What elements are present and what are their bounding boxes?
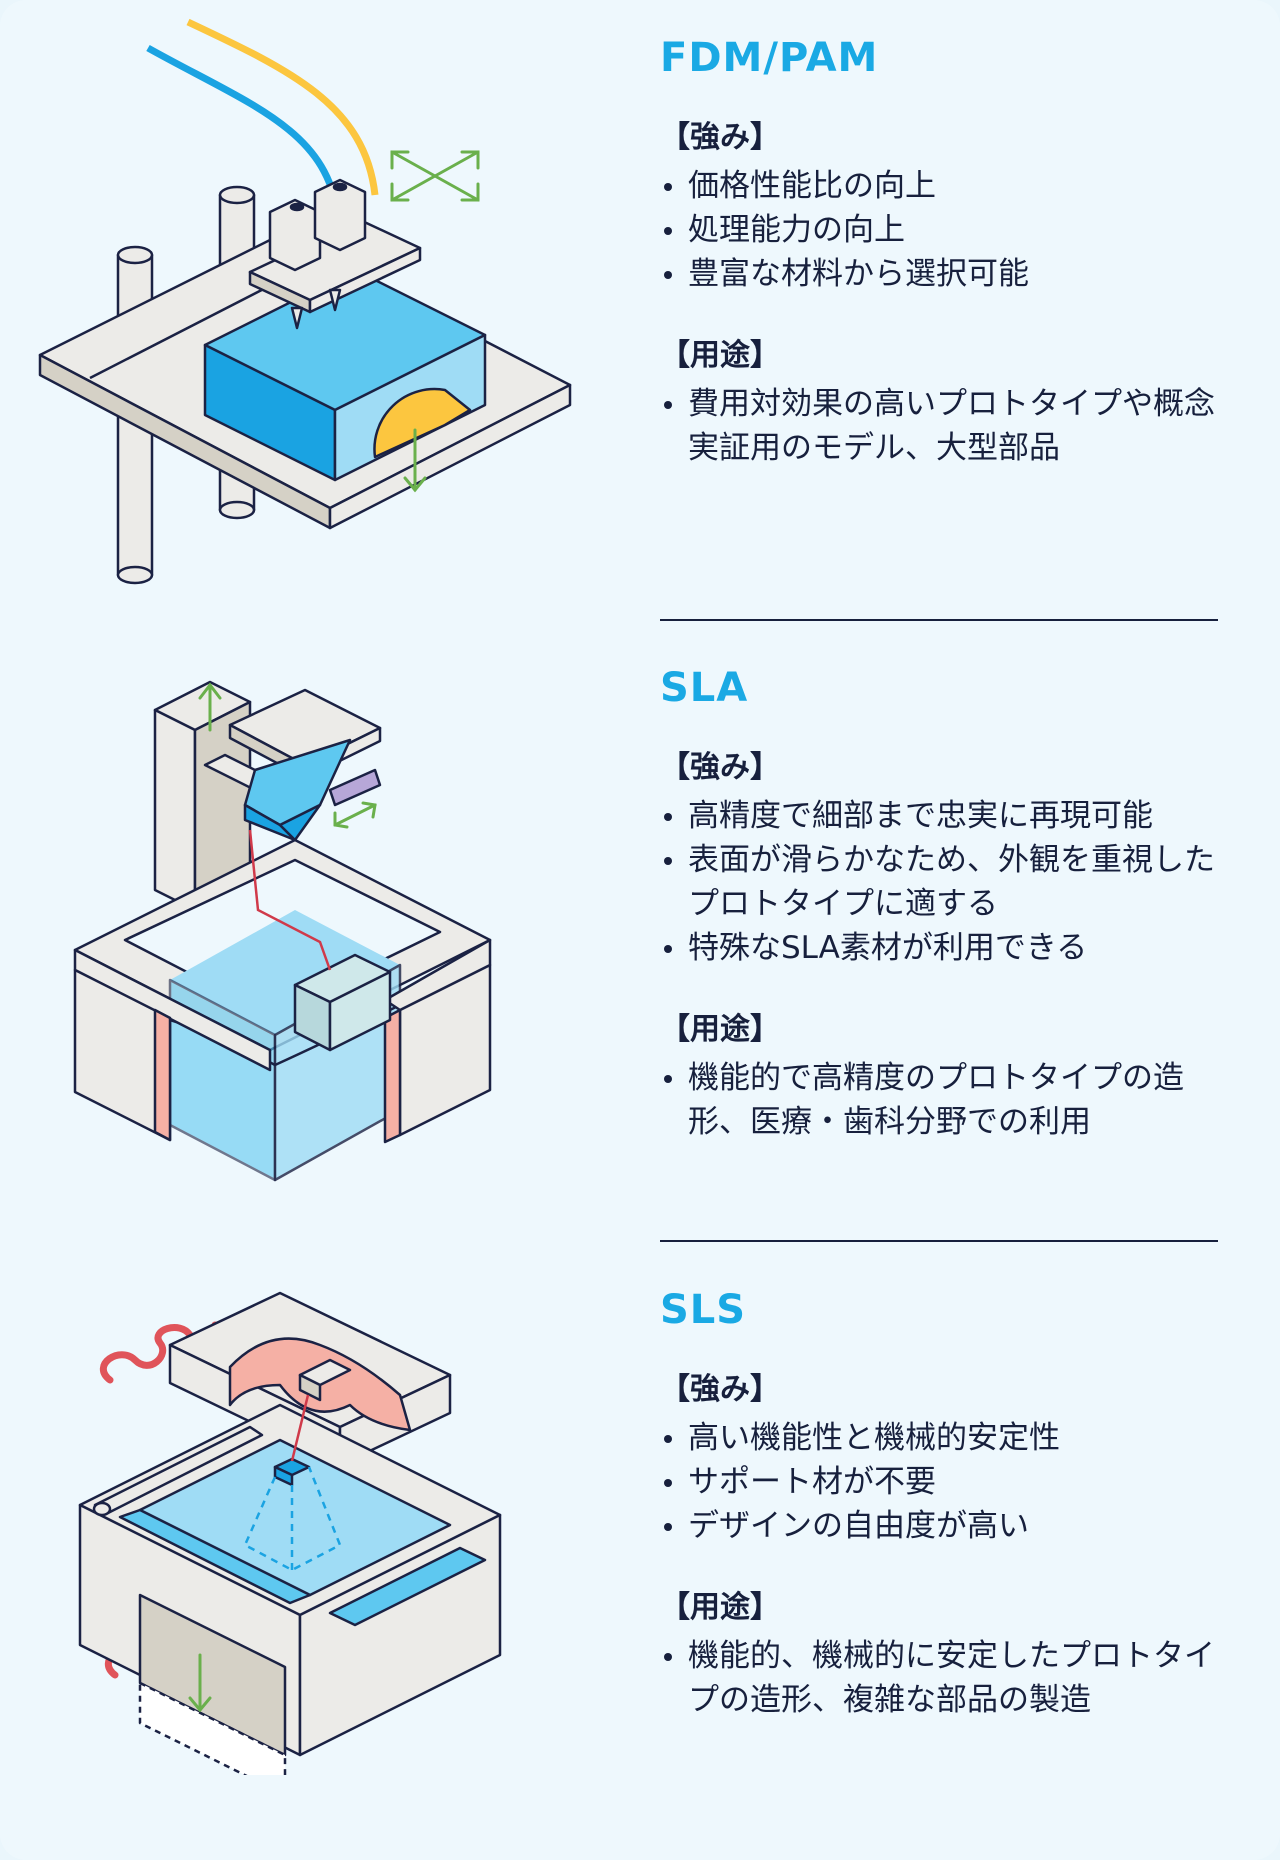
list-item: 高い機能性と機械的安定性: [660, 1416, 1220, 1460]
uses-label: 【用途】: [660, 338, 780, 373]
list-item: 高精度で細部まで忠実に再現可能: [660, 794, 1220, 838]
uses-label: 【用途】: [660, 1012, 780, 1047]
sla-text-block: SLA 【強み】 高精度で細部まで忠実に再現可能 表面が滑らかなため、外観を重視…: [660, 668, 1220, 1184]
list-item: 機能的、機械的に安定したプロトタイプの造形、複雑な部品の製造: [660, 1634, 1220, 1722]
uses-list: 費用対効果の高いプロトタイプや概念実証用のモデル、大型部品: [660, 382, 1220, 470]
list-item: 機能的で高精度のプロトタイプの造形、医療・歯科分野での利用: [660, 1056, 1220, 1144]
list-item: 価格性能比の向上: [660, 164, 1220, 208]
section-title: SLS: [660, 1287, 747, 1333]
list-item: サポート材が不要: [660, 1460, 1220, 1504]
sla-printer-illustration: [73, 680, 492, 1182]
list-item: 特殊なSLA素材が利用できる: [660, 926, 1220, 970]
list-item: 処理能力の向上: [660, 208, 1220, 252]
section-title: SLA: [660, 665, 749, 711]
list-item: 豊富な材料から選択可能: [660, 252, 1220, 296]
fdm-text-block: FDM/PAM 【強み】 価格性能比の向上 処理能力の向上 豊富な材料から選択可…: [660, 38, 1220, 510]
sls-printer-illustration: [78, 1291, 502, 1775]
section-divider: [660, 1240, 1218, 1242]
list-item: 表面が滑らかなため、外観を重視したプロトタイプに適する: [660, 838, 1220, 926]
strengths-label: 【強み】: [660, 120, 780, 155]
uses-label: 【用途】: [660, 1590, 780, 1625]
uses-list: 機能的で高精度のプロトタイプの造形、医療・歯科分野での利用: [660, 1056, 1220, 1144]
uses-list: 機能的、機械的に安定したプロトタイプの造形、複雑な部品の製造: [660, 1634, 1220, 1722]
section-divider: [660, 619, 1218, 621]
strengths-label: 【強み】: [660, 1372, 780, 1407]
list-item: デザインの自由度が高い: [660, 1504, 1220, 1548]
strengths-list: 高い機能性と機械的安定性 サポート材が不要 デザインの自由度が高い: [660, 1416, 1220, 1548]
strengths-list: 高精度で細部まで忠実に再現可能 表面が滑らかなため、外観を重視したプロトタイプに…: [660, 794, 1220, 970]
strengths-list: 価格性能比の向上 処理能力の向上 豊富な材料から選択可能: [660, 164, 1220, 296]
strengths-label: 【強み】: [660, 750, 780, 785]
list-item: 費用対効果の高いプロトタイプや概念実証用のモデル、大型部品: [660, 382, 1220, 470]
fdm-printer-illustration: [38, 18, 572, 585]
section-title: FDM/PAM: [660, 35, 879, 81]
sls-text-block: SLS 【強み】 高い機能性と機械的安定性 サポート材が不要 デザインの自由度が…: [660, 1290, 1220, 1762]
